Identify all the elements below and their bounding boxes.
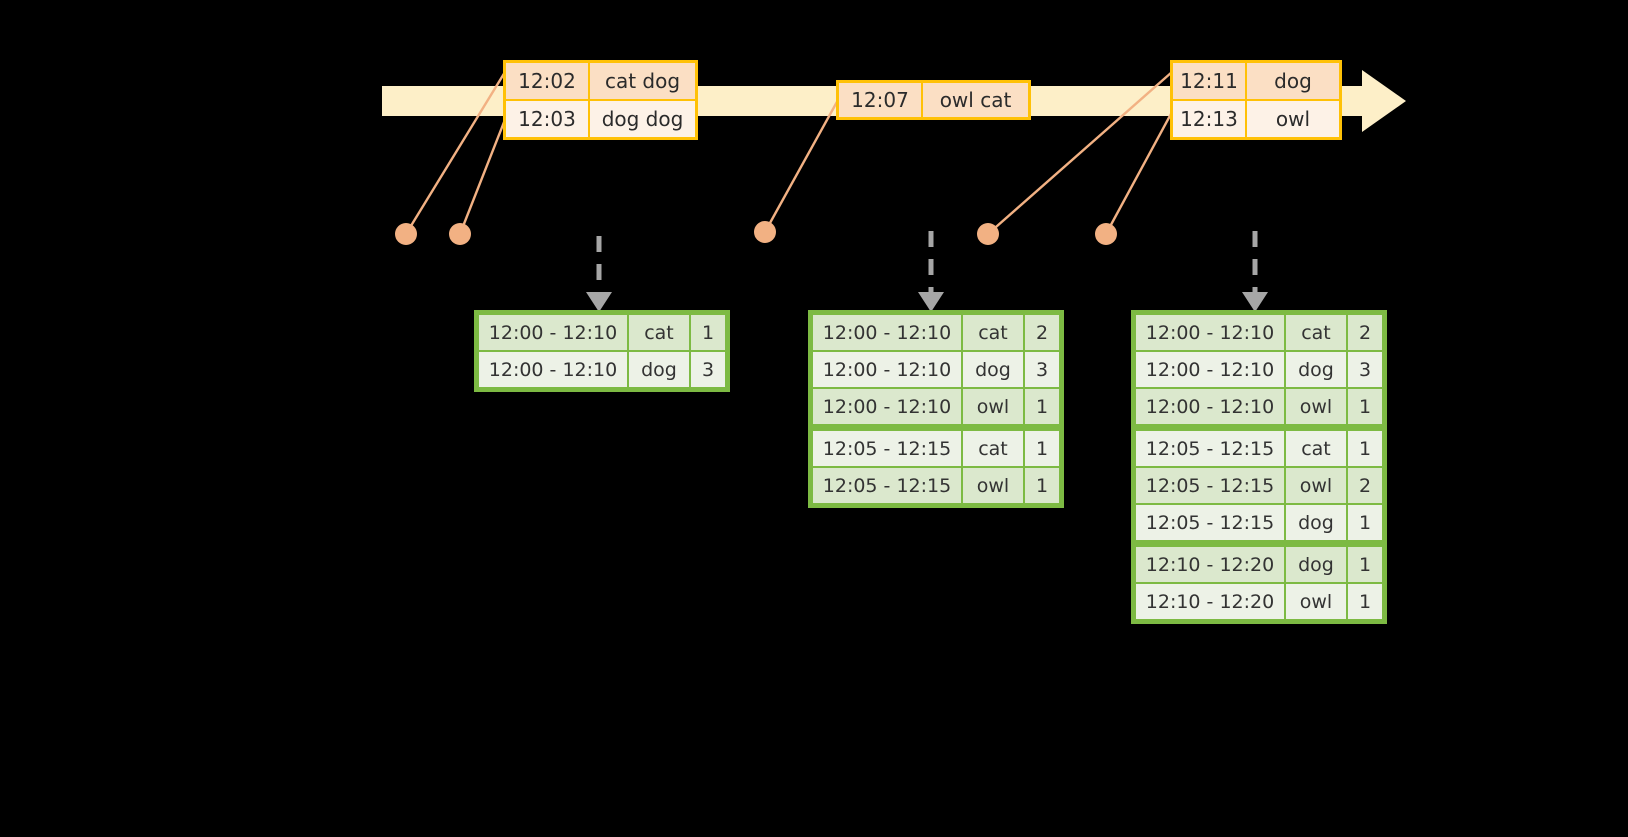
- cell-window: 12:05 - 12:15: [1136, 505, 1284, 540]
- cell-window: 12:00 - 12:10: [813, 315, 961, 350]
- cell-key: dog: [1286, 352, 1346, 387]
- processing-time-dot-1[interactable]: [395, 223, 417, 245]
- cell-count: 2: [1025, 315, 1059, 350]
- cell-count: 2: [1348, 468, 1382, 503]
- processing-time-dot-3[interactable]: [754, 221, 776, 243]
- table-row[interactable]: 12:00 - 12:10 dog 3: [479, 352, 725, 387]
- window-group-separator: [813, 426, 1059, 429]
- window-group-separator: [1136, 426, 1382, 429]
- event-text: owl: [1275, 107, 1311, 131]
- cell-key: dog: [1286, 547, 1346, 582]
- event-time: 12:03: [506, 101, 590, 137]
- event-row[interactable]: 12:07 owl cat: [839, 83, 1028, 117]
- cell-key: owl: [963, 389, 1023, 424]
- table-row[interactable]: 12:00 - 12:10 cat 1: [479, 315, 725, 350]
- event-time: 12:11: [1173, 63, 1247, 99]
- table-row[interactable]: 12:05 - 12:15 dog 1: [1136, 505, 1382, 540]
- cell-key: cat: [629, 315, 689, 350]
- cell-key: cat: [1286, 315, 1346, 350]
- processing-time-dot-2[interactable]: [449, 223, 471, 245]
- cell-window: 12:05 - 12:15: [813, 431, 961, 466]
- cell-key: owl: [1286, 468, 1346, 503]
- cell-window: 12:00 - 12:10: [1136, 352, 1284, 387]
- table-row[interactable]: 12:00 - 12:10 dog 3: [1136, 352, 1382, 387]
- cell-count: 3: [1348, 352, 1382, 387]
- result-table-1[interactable]: 12:00 - 12:10 cat 1 12:00 - 12:10 dog 3: [474, 310, 730, 392]
- table-row[interactable]: 12:00 - 12:10 dog 3: [813, 352, 1059, 387]
- cell-window: 12:00 - 12:10: [479, 315, 627, 350]
- cell-key: cat: [963, 431, 1023, 466]
- cell-key: owl: [1286, 584, 1346, 619]
- cell-count: 2: [1348, 315, 1382, 350]
- cell-count: 1: [691, 315, 725, 350]
- cell-key: cat: [963, 315, 1023, 350]
- cell-window: 12:00 - 12:10: [813, 389, 961, 424]
- event-text: cat dog: [604, 69, 681, 93]
- cell-count: 3: [1025, 352, 1059, 387]
- cell-count: 1: [1025, 468, 1059, 503]
- table-row[interactable]: 12:00 - 12:10 owl 1: [813, 389, 1059, 424]
- processing-time-dot-4[interactable]: [977, 223, 999, 245]
- cell-count: 1: [1025, 389, 1059, 424]
- cell-window: 12:10 - 12:20: [1136, 584, 1284, 619]
- emit-arrows: [586, 231, 1268, 312]
- event-box-1[interactable]: 12:02 cat dog 12:03 dog dog: [503, 60, 698, 140]
- event-time: 12:13: [1173, 101, 1247, 137]
- table-row[interactable]: 12:05 - 12:15 owl 2: [1136, 468, 1382, 503]
- cell-count: 1: [1348, 584, 1382, 619]
- table-row[interactable]: 12:05 - 12:15 owl 1: [813, 468, 1059, 503]
- cell-key: dog: [963, 352, 1023, 387]
- cell-window: 12:05 - 12:15: [813, 468, 961, 503]
- table-row[interactable]: 12:10 - 12:20 dog 1: [1136, 547, 1382, 582]
- event-row[interactable]: 12:11 dog: [1173, 63, 1339, 99]
- event-text: owl cat: [939, 88, 1012, 112]
- table-row[interactable]: 12:00 - 12:10 owl 1: [1136, 389, 1382, 424]
- cell-count: 1: [1348, 431, 1382, 466]
- cell-key: owl: [1286, 389, 1346, 424]
- table-row[interactable]: 12:05 - 12:15 cat 1: [813, 431, 1059, 466]
- result-table-2[interactable]: 12:00 - 12:10 cat 2 12:00 - 12:10 dog 3 …: [808, 310, 1064, 508]
- event-row[interactable]: 12:02 cat dog: [506, 63, 695, 99]
- cell-window: 12:10 - 12:20: [1136, 547, 1284, 582]
- table-row[interactable]: 12:10 - 12:20 owl 1: [1136, 584, 1382, 619]
- cell-key: dog: [1286, 505, 1346, 540]
- event-text: dog: [1274, 69, 1312, 93]
- cell-window: 12:05 - 12:15: [1136, 431, 1284, 466]
- table-row[interactable]: 12:00 - 12:10 cat 2: [1136, 315, 1382, 350]
- cell-count: 1: [1025, 431, 1059, 466]
- cell-count: 3: [691, 352, 725, 387]
- cell-count: 1: [1348, 505, 1382, 540]
- table-row[interactable]: 12:05 - 12:15 cat 1: [1136, 431, 1382, 466]
- cell-key: cat: [1286, 431, 1346, 466]
- event-time: 12:02: [506, 63, 590, 99]
- event-text: dog dog: [601, 107, 684, 131]
- cell-window: 12:00 - 12:10: [1136, 389, 1284, 424]
- processing-time-dot-5[interactable]: [1095, 223, 1117, 245]
- event-row[interactable]: 12:13 owl: [1173, 99, 1339, 137]
- event-box-3[interactable]: 12:11 dog 12:13 owl: [1170, 60, 1342, 140]
- event-time: 12:07: [839, 83, 923, 117]
- cell-window: 12:00 - 12:10: [813, 352, 961, 387]
- event-box-2[interactable]: 12:07 owl cat: [836, 80, 1031, 120]
- cell-key: dog: [629, 352, 689, 387]
- cell-key: owl: [963, 468, 1023, 503]
- window-group-separator: [1136, 542, 1382, 545]
- event-row[interactable]: 12:03 dog dog: [506, 99, 695, 137]
- cell-window: 12:05 - 12:15: [1136, 468, 1284, 503]
- cell-count: 1: [1348, 389, 1382, 424]
- cell-window: 12:00 - 12:10: [479, 352, 627, 387]
- result-table-3[interactable]: 12:00 - 12:10 cat 2 12:00 - 12:10 dog 3 …: [1131, 310, 1387, 624]
- table-row[interactable]: 12:00 - 12:10 cat 2: [813, 315, 1059, 350]
- cell-window: 12:00 - 12:10: [1136, 315, 1284, 350]
- cell-count: 1: [1348, 547, 1382, 582]
